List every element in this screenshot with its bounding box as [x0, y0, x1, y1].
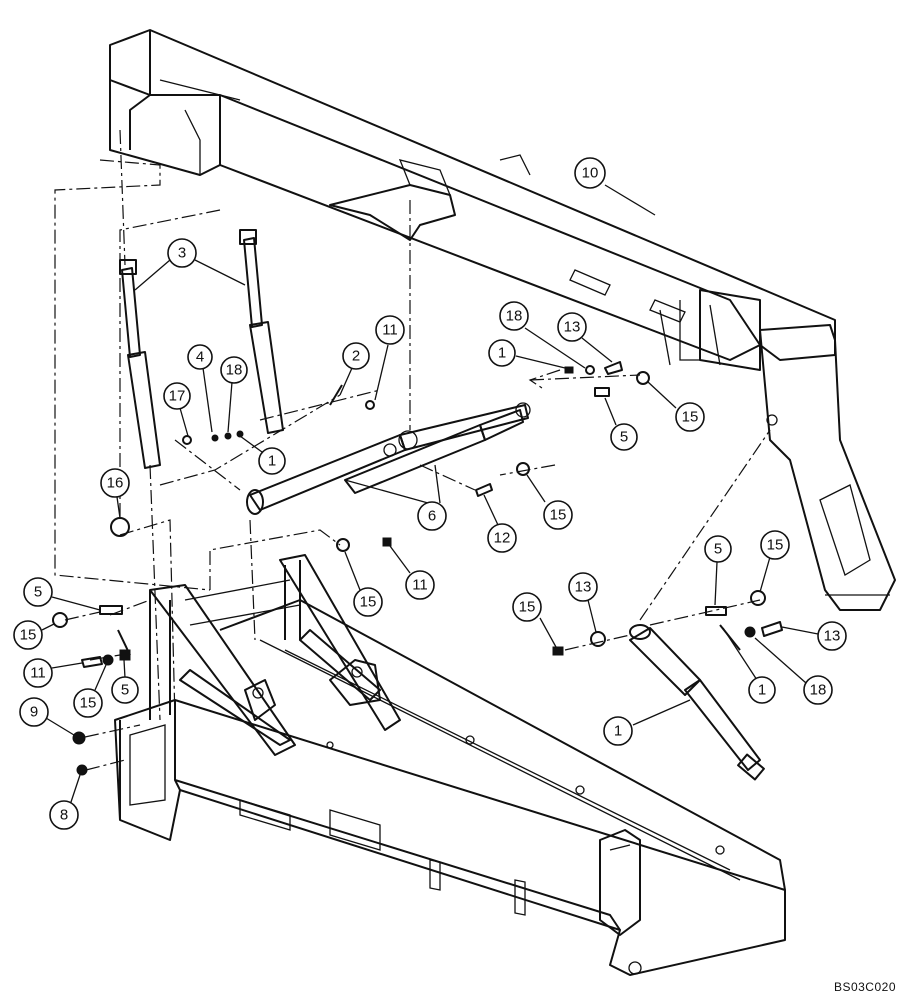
svg-text:15: 15	[550, 507, 567, 524]
svg-text:13: 13	[575, 579, 592, 596]
callout-5-lower-right: 5	[704, 535, 732, 606]
svg-text:5: 5	[121, 682, 129, 699]
callout-11-lower: 15	[512, 592, 557, 648]
svg-text:18: 18	[810, 682, 827, 699]
svg-text:11: 11	[382, 322, 398, 339]
svg-text:16: 16	[107, 475, 124, 492]
callout-10: 10	[574, 157, 656, 216]
callout-15-lower-right: 15	[759, 530, 790, 593]
callout-5-left: 5	[23, 577, 101, 611]
svg-text:15: 15	[682, 409, 699, 426]
upper-boom-frame	[109, 29, 896, 611]
callout-11-center: 11	[389, 545, 435, 600]
svg-text:1: 1	[758, 682, 766, 699]
assembly-center-lines	[54, 129, 771, 771]
svg-text:15: 15	[767, 537, 784, 554]
callout-18-right: 18	[499, 301, 586, 369]
svg-text:2: 2	[352, 348, 360, 365]
svg-text:5: 5	[714, 541, 722, 558]
callout-9: 9	[19, 697, 75, 736]
svg-text:11: 11	[30, 665, 46, 682]
svg-text:5: 5	[620, 429, 628, 446]
callout-5-right: 5	[604, 397, 638, 451]
svg-text:13: 13	[564, 319, 581, 336]
callout-17: 17	[163, 382, 191, 437]
svg-text:1: 1	[268, 453, 276, 470]
callout-7: 1	[603, 699, 691, 746]
callout-2: 2	[339, 342, 370, 396]
callout-1-top: 1	[239, 435, 286, 475]
callout-15-left: 15	[13, 620, 55, 650]
callout-15-lower: 13	[568, 572, 598, 633]
callout-18-top: 18	[220, 356, 248, 433]
svg-text:5: 5	[34, 584, 42, 601]
svg-text:15: 15	[360, 594, 377, 611]
svg-text:15: 15	[80, 695, 97, 712]
hardware-pieces	[52, 361, 783, 776]
lower-chassis-frame	[114, 554, 786, 976]
callout-18-lower-right: 18	[754, 637, 833, 705]
callout-1-right: 1	[488, 339, 566, 369]
svg-text:17: 17	[169, 388, 186, 405]
callout-15-mid: 15	[526, 474, 573, 530]
callout-1-lower-right: 1	[722, 627, 776, 704]
callout-13-lower-right: 13	[781, 621, 847, 651]
callout-8: 8	[49, 774, 81, 830]
svg-text:6: 6	[428, 508, 436, 525]
svg-text:1: 1	[614, 723, 622, 740]
callout-1-left: 5	[111, 659, 139, 704]
svg-text:13: 13	[824, 628, 841, 645]
svg-text:10: 10	[582, 165, 599, 182]
callout-15-center: 15	[344, 551, 383, 617]
svg-text:4: 4	[196, 349, 204, 366]
svg-text:18: 18	[506, 308, 523, 325]
svg-text:1: 1	[498, 345, 506, 362]
cylinder-3-right	[239, 229, 284, 434]
callout-12: 12	[483, 494, 517, 553]
svg-text:18: 18	[226, 362, 243, 379]
callout-6: 6	[344, 464, 447, 531]
drawing-code: BS03C020	[833, 980, 896, 994]
svg-text:8: 8	[60, 807, 68, 824]
cylinder-3-left	[119, 259, 161, 469]
callout-15-right: 15	[647, 381, 705, 432]
svg-text:11: 11	[412, 577, 428, 594]
cylinder-7	[629, 624, 765, 781]
svg-text:15: 15	[20, 627, 37, 644]
callout-13-left: 11	[23, 658, 83, 688]
callout-11-top: 11	[374, 315, 405, 401]
callout-18-left: 15	[73, 664, 107, 718]
callout-3: 3	[134, 238, 246, 291]
svg-text:15: 15	[519, 599, 536, 616]
svg-text:9: 9	[30, 704, 38, 721]
svg-text:3: 3	[178, 245, 186, 262]
callout-13-right: 13	[557, 312, 613, 363]
callout-4: 4	[187, 344, 213, 433]
svg-text:12: 12	[494, 530, 511, 547]
callout-16: 16	[100, 468, 130, 519]
cylinder-6-pair	[246, 402, 531, 515]
